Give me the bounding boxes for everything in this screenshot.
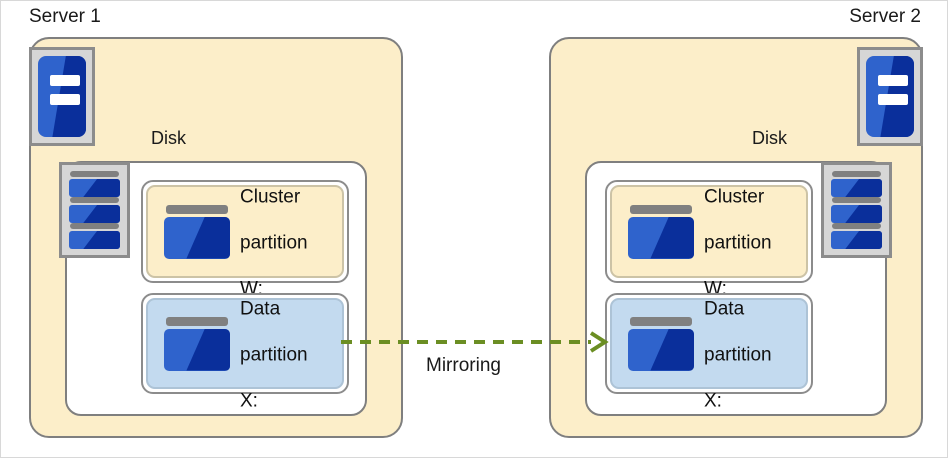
partition-line-1: Data — [240, 298, 281, 320]
drive-partition-icon — [164, 316, 230, 371]
partition-line-3: X: — [704, 390, 722, 412]
dashed-arrow-right-icon — [341, 331, 609, 353]
partition-line-1: Cluster — [704, 186, 765, 208]
drive-cap — [630, 204, 692, 214]
partition-line-3: X: — [240, 390, 258, 412]
data-partition-inner-server-1: Data partition X: — [146, 298, 344, 412]
cluster-partition-server-1[interactable]: Cluster partition W: — [141, 180, 349, 300]
data-partition-server-2[interactable]: Data partition X: — [605, 293, 813, 412]
drive-body — [628, 216, 694, 259]
drive-cap — [166, 204, 228, 214]
disk-platter-3 — [831, 223, 882, 249]
partition-line-2: partition — [704, 232, 772, 254]
server-tower-body — [38, 56, 86, 137]
disk-platter-plate — [69, 179, 120, 197]
partition-line-1: Cluster — [240, 186, 301, 208]
data-partition-inner-server-2: Data partition X: — [610, 298, 808, 412]
cluster-partition-label-server-2: Cluster partition W: — [704, 162, 772, 301]
disk-platter-plate — [831, 205, 882, 223]
disk-label-server-2: Disk — [752, 128, 787, 148]
partition-line-2: partition — [240, 344, 308, 366]
drive-body — [164, 216, 230, 259]
mirror-arrow-head — [589, 331, 609, 353]
server-slot-1 — [878, 75, 908, 86]
partition-line-2: partition — [704, 344, 772, 366]
cluster-partition-server-2[interactable]: Cluster partition W: — [605, 180, 813, 300]
data-partition-server-1[interactable]: Data partition X: — [141, 293, 349, 412]
disk-platter-3 — [69, 223, 120, 249]
server-tower-icon — [29, 47, 95, 146]
disk-platter-bar — [832, 197, 881, 203]
disk-stack-icon — [59, 162, 130, 258]
server-slot-2 — [878, 94, 908, 105]
cluster-partition-inner-server-1: Cluster partition W: — [146, 185, 344, 300]
disk-platter-bar — [832, 171, 881, 177]
disk-platter-2 — [831, 197, 882, 223]
server-2-title: Server 2 — [849, 6, 921, 27]
data-partition-label-server-1: Data partition X: — [240, 274, 308, 413]
disk-platter-bar — [70, 197, 119, 203]
server-tower-icon — [857, 47, 923, 146]
disk-platter-bar — [832, 223, 881, 229]
disk-platter-plate — [69, 205, 120, 223]
drive-partition-icon — [628, 204, 694, 259]
disk-platter-bar — [70, 171, 119, 177]
server-slot-1 — [50, 75, 80, 86]
disk-platter-1 — [69, 171, 120, 197]
disk-platter-bar — [70, 223, 119, 229]
drive-body — [628, 328, 694, 371]
disk-label-server-1: Disk — [151, 128, 186, 148]
disk-platter-plate — [831, 231, 882, 249]
partition-line-1: Data — [704, 298, 745, 320]
drive-body — [164, 328, 230, 371]
server-tower-body — [866, 56, 914, 137]
data-partition-label-server-2: Data partition X: — [704, 274, 772, 413]
drive-partition-icon — [628, 316, 694, 371]
disk-platter-1 — [831, 171, 882, 197]
server-slot-2 — [50, 94, 80, 105]
cluster-partition-inner-server-2: Cluster partition W: — [610, 185, 808, 300]
mirroring-label: Mirroring — [426, 355, 501, 376]
server-1-title: Server 1 — [29, 6, 101, 27]
disk-stack-icon — [821, 162, 892, 258]
partition-line-2: partition — [240, 232, 308, 254]
disk-platter-2 — [69, 197, 120, 223]
drive-cap — [630, 316, 692, 326]
drive-cap — [166, 316, 228, 326]
drive-partition-icon — [164, 204, 230, 259]
disk-platter-plate — [69, 231, 120, 249]
disk-platter-plate — [831, 179, 882, 197]
